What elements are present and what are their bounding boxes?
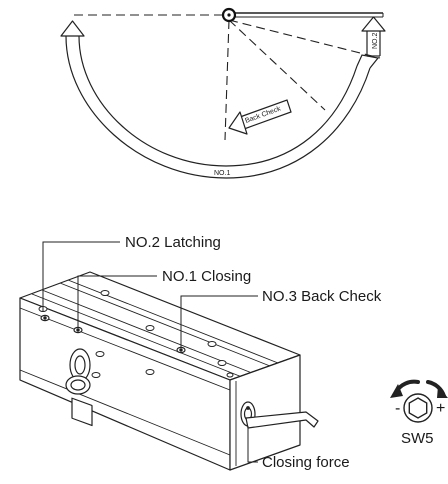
latching-arrow: NO.2 <box>361 16 386 57</box>
backcheck-dashed-line <box>224 19 230 141</box>
leaders <box>42 241 258 463</box>
pinion-spindle <box>65 348 93 427</box>
door-closer-body <box>19 271 301 471</box>
no2-label: NO.2 <box>372 33 379 49</box>
no1-label: NO.1 <box>214 170 230 177</box>
latching-valve-label: NO.2 Latching <box>125 234 221 251</box>
latch-dashed-line <box>228 19 381 59</box>
closing-speed-arrow: NO.1 <box>60 20 380 179</box>
backcheck-arrow: Back Check <box>228 99 292 135</box>
mounting-holes <box>38 290 234 378</box>
closing-valve-label: NO.1 Closing <box>162 268 251 285</box>
backcheck-valve-label: NO.3 Back Check <box>262 288 382 305</box>
increase-sign: + <box>436 400 445 417</box>
hex-key-size-label: SW5 <box>401 430 434 447</box>
swing-diagram: NO.1 NO.2 Back Check <box>60 7 386 179</box>
closing-force-label: Closing force <box>262 454 350 471</box>
decrease-sign: - <box>395 400 400 417</box>
backcheck-start-dashed-line <box>228 19 326 111</box>
adjustment-symbol: - + SW5 <box>390 379 448 447</box>
